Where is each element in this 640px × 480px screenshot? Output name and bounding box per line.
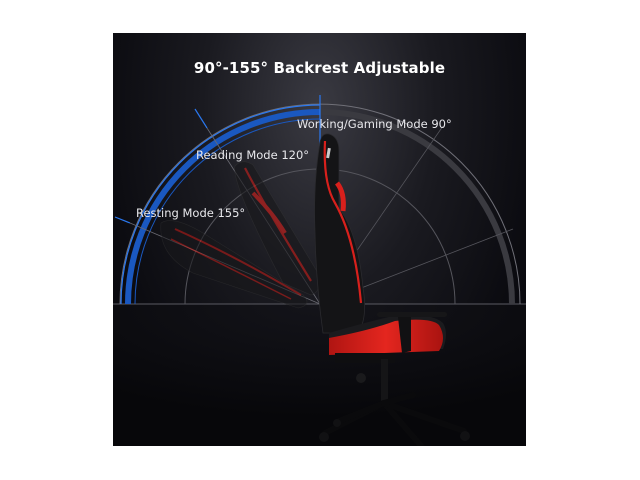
label-reading-mode: Reading Mode 120°: [196, 148, 310, 162]
blue-inner-arc: [134, 118, 321, 305]
chair-ghost-120: [234, 161, 320, 296]
headline: 90°-155° Backrest Adjustable: [193, 59, 446, 77]
blue-band-arc: [125, 109, 321, 305]
label-resting-mode: Resting Mode 155°: [136, 206, 246, 220]
angle-diagram: [113, 95, 526, 446]
floor: [113, 304, 526, 446]
blue-outer-arc: [120, 104, 321, 305]
chair-main: [314, 133, 470, 446]
chair-ghost-155: [160, 220, 308, 309]
gray-band-arc: [319, 109, 515, 305]
tick-120: [194, 108, 208, 129]
tick-155: [114, 216, 131, 224]
product-image-panel: 90°-155° Backrest Adjustable Working/Gam…: [113, 33, 526, 446]
label-working-gaming-mode: Working/Gaming Mode 90°: [297, 117, 452, 131]
